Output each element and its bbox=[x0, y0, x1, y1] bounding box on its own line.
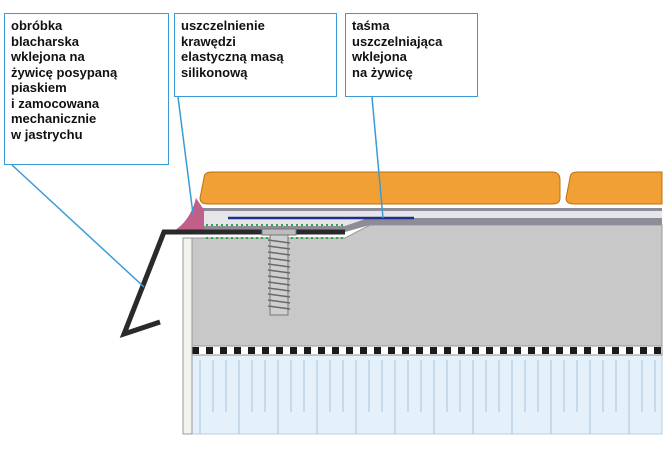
barrier-check bbox=[458, 347, 465, 354]
metal-flashing bbox=[119, 229, 345, 339]
barrier-check bbox=[360, 347, 367, 354]
silicone-sealant bbox=[172, 198, 204, 234]
barrier-check bbox=[598, 347, 605, 354]
barrier-check bbox=[472, 347, 479, 354]
screed-layer bbox=[189, 224, 663, 347]
screw-thread bbox=[267, 251, 291, 256]
callout-flashing: obróbka blacharska wklejona na żywicę po… bbox=[4, 13, 169, 165]
callout-tape: taśma uszczelniająca wklejona na żywicę bbox=[345, 13, 478, 97]
screw-anchor-icon bbox=[261, 228, 297, 316]
barrier-check bbox=[388, 347, 395, 354]
screw-thread bbox=[267, 245, 291, 250]
barrier-check bbox=[304, 347, 311, 354]
vapour-barrier-pattern bbox=[192, 347, 661, 354]
barrier-check bbox=[374, 347, 381, 354]
barrier-check bbox=[430, 347, 437, 354]
barrier-check bbox=[290, 347, 297, 354]
barrier-check bbox=[486, 347, 493, 354]
barrier-check bbox=[332, 347, 339, 354]
screw-thread bbox=[267, 257, 291, 262]
barrier-check bbox=[206, 347, 213, 354]
leader-middle bbox=[177, 96, 194, 215]
barrier-check bbox=[640, 347, 647, 354]
barrier-check bbox=[402, 347, 409, 354]
barrier-check bbox=[248, 347, 255, 354]
callout-sealant-text: uszczelnienie krawędzi elastyczną masą s… bbox=[181, 18, 284, 80]
barrier-check bbox=[612, 347, 619, 354]
barrier-check bbox=[528, 347, 535, 354]
screw-thread bbox=[267, 281, 291, 286]
screw-thread bbox=[267, 305, 291, 310]
screw-thread bbox=[267, 293, 291, 298]
thermal-insulation-board bbox=[183, 351, 663, 435]
membrane-light-layer bbox=[198, 211, 662, 226]
callout-sealant: uszczelnienie krawędzi elastyczną masą s… bbox=[174, 13, 337, 97]
barrier-check bbox=[444, 347, 451, 354]
barrier-check bbox=[234, 347, 241, 354]
barrier-check bbox=[570, 347, 577, 354]
screw-thread bbox=[267, 239, 291, 244]
barrier-check bbox=[220, 347, 227, 354]
screw-thread bbox=[267, 269, 291, 274]
barrier-check bbox=[626, 347, 633, 354]
barrier-check bbox=[542, 347, 549, 354]
vapour-barrier-strip bbox=[189, 345, 663, 356]
edge-facade-board bbox=[182, 237, 193, 435]
barrier-check bbox=[500, 347, 507, 354]
barrier-check bbox=[416, 347, 423, 354]
insulation-hatch bbox=[199, 360, 656, 434]
barrier-check bbox=[276, 347, 283, 354]
screw-thread bbox=[267, 299, 291, 304]
callout-tape-text: taśma uszczelniająca wklejona na żywicę bbox=[352, 18, 443, 80]
barrier-check bbox=[346, 347, 353, 354]
insulation-board-2 bbox=[565, 171, 663, 205]
screw-thread bbox=[267, 263, 291, 268]
barrier-check bbox=[654, 347, 661, 354]
barrier-check bbox=[514, 347, 521, 354]
barrier-check bbox=[192, 347, 199, 354]
screw-thread bbox=[267, 287, 291, 292]
barrier-check bbox=[556, 347, 563, 354]
callout-flashing-text: obróbka blacharska wklejona na żywicę po… bbox=[11, 18, 118, 142]
screw-thread bbox=[267, 275, 291, 280]
barrier-check bbox=[318, 347, 325, 354]
leader-left bbox=[11, 164, 145, 288]
barrier-check bbox=[584, 347, 591, 354]
leader-right bbox=[371, 96, 384, 219]
barrier-check bbox=[262, 347, 269, 354]
